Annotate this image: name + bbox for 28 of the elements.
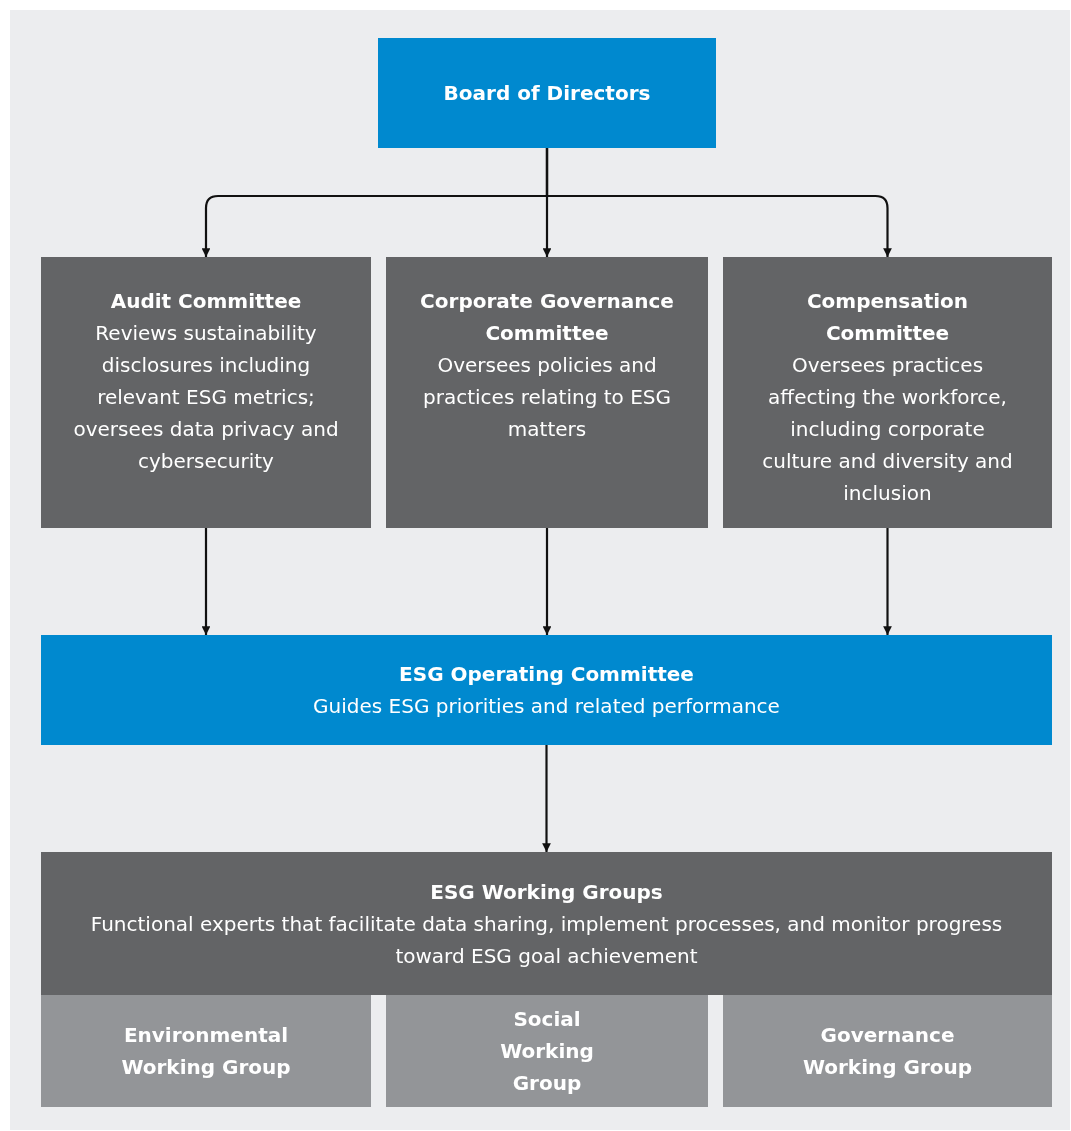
box-description: Reviews sustainability disclosures including relevant ESG metrics; oversees data privacy and cybersecurity <box>72 320 340 475</box>
process-box <box>41 257 371 528</box>
box-heading: ESG Operating Committee <box>399 661 694 688</box>
box-heading: Environmental Working Group <box>120 1022 292 1081</box>
process-box <box>723 257 1052 528</box>
arrow <box>545 148 892 257</box>
arrow <box>542 745 551 852</box>
box-description: Functional experts that facilitate data sharing, implement processes, and monitor progress toward ESG goal achievement <box>89 910 1004 970</box>
process-box <box>41 852 1052 995</box>
process-box <box>386 257 708 528</box>
box-description: Oversees practices affecting the workforce, including corporate culture and diversity and inclusion <box>761 352 1014 507</box>
arrow <box>883 528 892 635</box>
process-box <box>386 995 708 1107</box>
box-heading: ESG Working Groups <box>430 878 663 906</box>
box-heading: Compensation Committee <box>805 288 970 347</box>
box-heading: Social Working Group <box>499 1006 595 1097</box>
process-box <box>723 995 1052 1107</box>
process-box <box>378 38 716 148</box>
box-description: Guides ESG priorities and related performance <box>313 693 780 720</box>
box-heading: Governance Working Group <box>801 1022 974 1081</box>
box-heading: Audit Committee <box>110 288 302 315</box>
arrow <box>201 528 211 635</box>
arrow <box>542 528 552 635</box>
box-heading: Corporate Governance Committee <box>419 288 675 347</box>
process-box <box>41 635 1052 745</box>
box-description: Oversees policies and practices relating to ESG matters <box>422 352 672 443</box>
box-heading: Board of Directors <box>443 80 651 107</box>
process-box <box>41 995 371 1107</box>
